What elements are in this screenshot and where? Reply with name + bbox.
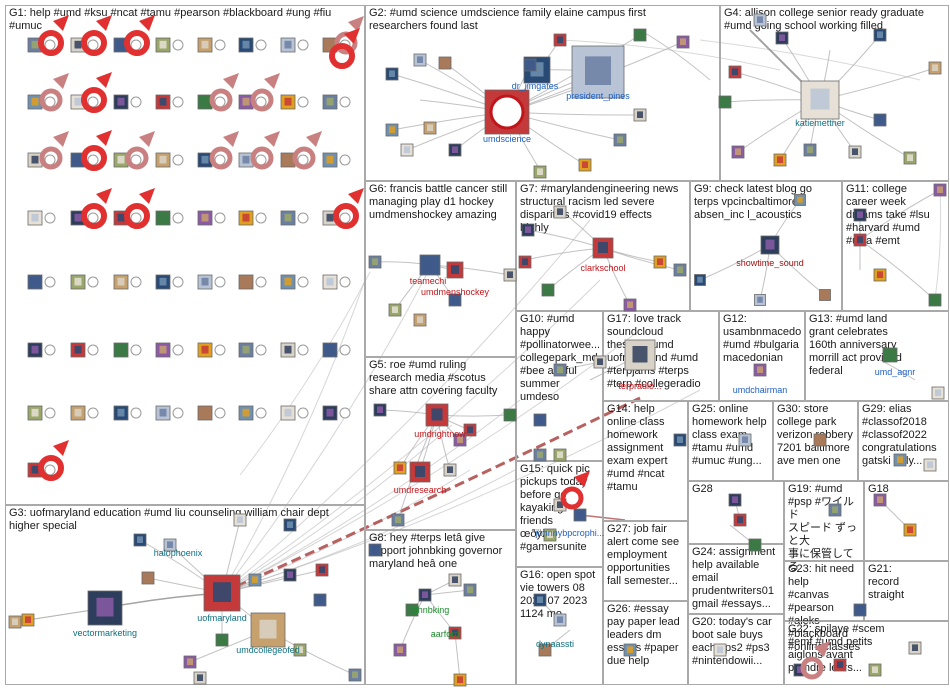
group-label-g21: G21: record straight xyxy=(868,563,945,602)
group-label-g1: G1: help #umd #ksu #ncat #tamu #pearson … xyxy=(9,7,361,33)
group-label-g8: G8: hey #terps letâ give support johnbki… xyxy=(369,532,512,571)
group-label-g16: G16: open spot vie towers 08 2022 07 202… xyxy=(520,569,599,621)
group-box-g3: G3: uofmaryland education #umd liu couns… xyxy=(5,505,365,685)
group-label-g29: G29: elias #classof2018 #classof2022 con… xyxy=(862,403,945,468)
group-label-g4: G4: allison college senior ready graduat… xyxy=(724,7,945,33)
group-box-g14: G14: help online class homework assignme… xyxy=(603,401,688,521)
group-box-g19: G19: #umd #psp #ワイルド スピード ずっと大 事に保管してる xyxy=(784,481,864,561)
group-box-g20: G20: today's car boot sale buys each #ps… xyxy=(688,614,784,685)
group-label-g11: G11: college career week dreams take #ls… xyxy=(846,183,945,248)
group-label-g7: G7: #marylandengineering news structural… xyxy=(520,183,686,235)
group-label-g15: G15: quick pic pickups today before go k… xyxy=(520,463,599,554)
group-box-g22: G22: spilaye #scem #emf #umd petits aigl… xyxy=(784,621,949,685)
group-box-g6: G6: francis battle cancer still managing… xyxy=(365,181,516,357)
group-box-g21: G21: record straight xyxy=(864,561,949,621)
group-box-g1: G1: help #umd #ksu #ncat #tamu #pearson … xyxy=(5,5,365,505)
group-box-g13: G13: #umd land grant celebrates 160th an… xyxy=(805,311,949,401)
group-box-g26: G26: #essay pay paper lead leaders dm es… xyxy=(603,601,688,685)
group-label-g5: G5: roe #umd ruling research media #scot… xyxy=(369,359,512,398)
group-box-g4: G4: allison college senior ready graduat… xyxy=(720,5,949,181)
group-box-g11: G11: college career week dreams take #ls… xyxy=(842,181,949,311)
group-box-g17: G17: love track soundcloud thestampumd u… xyxy=(603,311,719,401)
group-box-g30: G30: store college park verizon robbery … xyxy=(773,401,858,481)
group-box-g8: G8: hey #terps letâ give support johnbki… xyxy=(365,530,516,685)
group-box-g5: G5: roe #umd ruling research media #scot… xyxy=(365,357,516,530)
group-label-g18: G18 xyxy=(868,483,945,496)
group-box-g25: G25: online homework help class exam #ta… xyxy=(688,401,773,481)
group-label-g24: G24: assignment help available email pru… xyxy=(692,546,780,611)
group-label-g2: G2: #umd science umdscience family elain… xyxy=(369,7,716,33)
group-box-g2: G2: #umd science umdscience family elain… xyxy=(365,5,720,181)
group-label-g25: G25: online homework help class exam #ta… xyxy=(692,403,769,468)
group-label-g3: G3: uofmaryland education #umd liu couns… xyxy=(9,507,361,533)
group-box-g9: G9: check latest blog go terps vpcincbal… xyxy=(690,181,842,311)
group-label-g10: G10: #umd happy #pollinatorwee... colleg… xyxy=(520,313,599,404)
group-label-g17: G17: love track soundcloud thestampumd u… xyxy=(607,313,715,391)
group-label-g28: G28 xyxy=(692,483,780,496)
group-box-g28: G28 xyxy=(688,481,784,544)
group-label-g22: G22: spilaye #scem #emf #umd petits aigl… xyxy=(788,623,945,675)
group-label-g12: G12: usambnmacedonia #umd #bulgaria mace… xyxy=(723,313,801,365)
group-label-g20: G20: today's car boot sale buys each #ps… xyxy=(692,616,780,668)
group-box-g23: G23: hit need help #canvas #pearson #ale… xyxy=(784,561,864,621)
group-label-g13: G13: #umd land grant celebrates 160th an… xyxy=(809,313,945,378)
group-box-g15: G15: quick pic pickups today before go k… xyxy=(516,461,603,567)
group-box-g24: G24: assignment help available email pru… xyxy=(688,544,784,614)
group-label-g6: G6: francis battle cancer still managing… xyxy=(369,183,512,222)
group-label-g9: G9: check latest blog go terps vpcincbal… xyxy=(694,183,838,222)
group-box-g29: G29: elias #classof2018 #classof2022 con… xyxy=(858,401,949,481)
group-box-g10: G10: #umd happy #pollinatorwee... colleg… xyxy=(516,311,603,461)
group-box-g27: G27: job fair alert come see employment … xyxy=(603,521,688,601)
group-label-g14: G14: help online class homework assignme… xyxy=(607,403,684,494)
group-box-g7: G7: #marylandengineering news structural… xyxy=(516,181,690,311)
group-label-g27: G27: job fair alert come see employment … xyxy=(607,523,684,588)
group-box-g12: G12: usambnmacedonia #umd #bulgaria mace… xyxy=(719,311,805,401)
group-box-g16: G16: open spot vie towers 08 2022 07 202… xyxy=(516,567,603,685)
group-label-g26: G26: #essay pay paper lead leaders dm es… xyxy=(607,603,684,668)
group-box-g18: G18 xyxy=(864,481,949,561)
group-label-g30: G30: store college park verizon robbery … xyxy=(777,403,854,468)
